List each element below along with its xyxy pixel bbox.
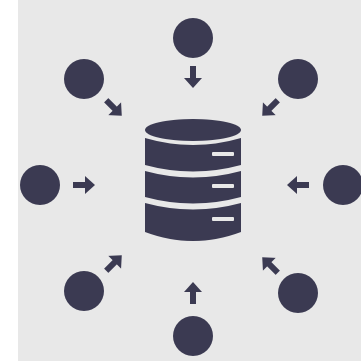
arrow-icon	[262, 98, 280, 116]
database-slot-2	[212, 184, 234, 188]
source-node-bottom-left	[64, 255, 122, 311]
arrow-icon	[104, 98, 122, 116]
source-node-left	[20, 165, 95, 205]
source-node-right	[287, 165, 361, 205]
circle-node-icon	[323, 165, 361, 205]
source-node-bottom-right	[262, 257, 318, 313]
arrow-icon	[104, 255, 122, 273]
arrow-icon	[73, 176, 95, 194]
source-node-top-right	[262, 59, 318, 116]
circle-node-icon	[20, 165, 60, 205]
database-slot-3	[212, 217, 234, 221]
database-disk-2	[145, 171, 241, 204]
circle-node-icon	[173, 316, 213, 356]
source-node-bottom	[173, 282, 213, 356]
source-nodes	[20, 18, 361, 356]
circle-node-icon	[64, 59, 104, 99]
circle-node-icon	[278, 273, 318, 313]
arrow-icon	[184, 66, 202, 88]
source-node-top-left	[64, 59, 122, 116]
database-top-cap	[145, 119, 241, 141]
database-disk-3	[145, 203, 241, 241]
source-node-top	[173, 18, 213, 88]
circle-node-icon	[173, 18, 213, 58]
database-disk-1	[145, 138, 241, 172]
arrow-icon	[262, 257, 280, 275]
arrow-icon	[287, 176, 309, 194]
database-slot-1	[212, 152, 234, 156]
database-icon	[145, 119, 241, 241]
circle-node-icon	[64, 271, 104, 311]
arrow-icon	[184, 282, 202, 304]
circle-node-icon	[278, 59, 318, 99]
